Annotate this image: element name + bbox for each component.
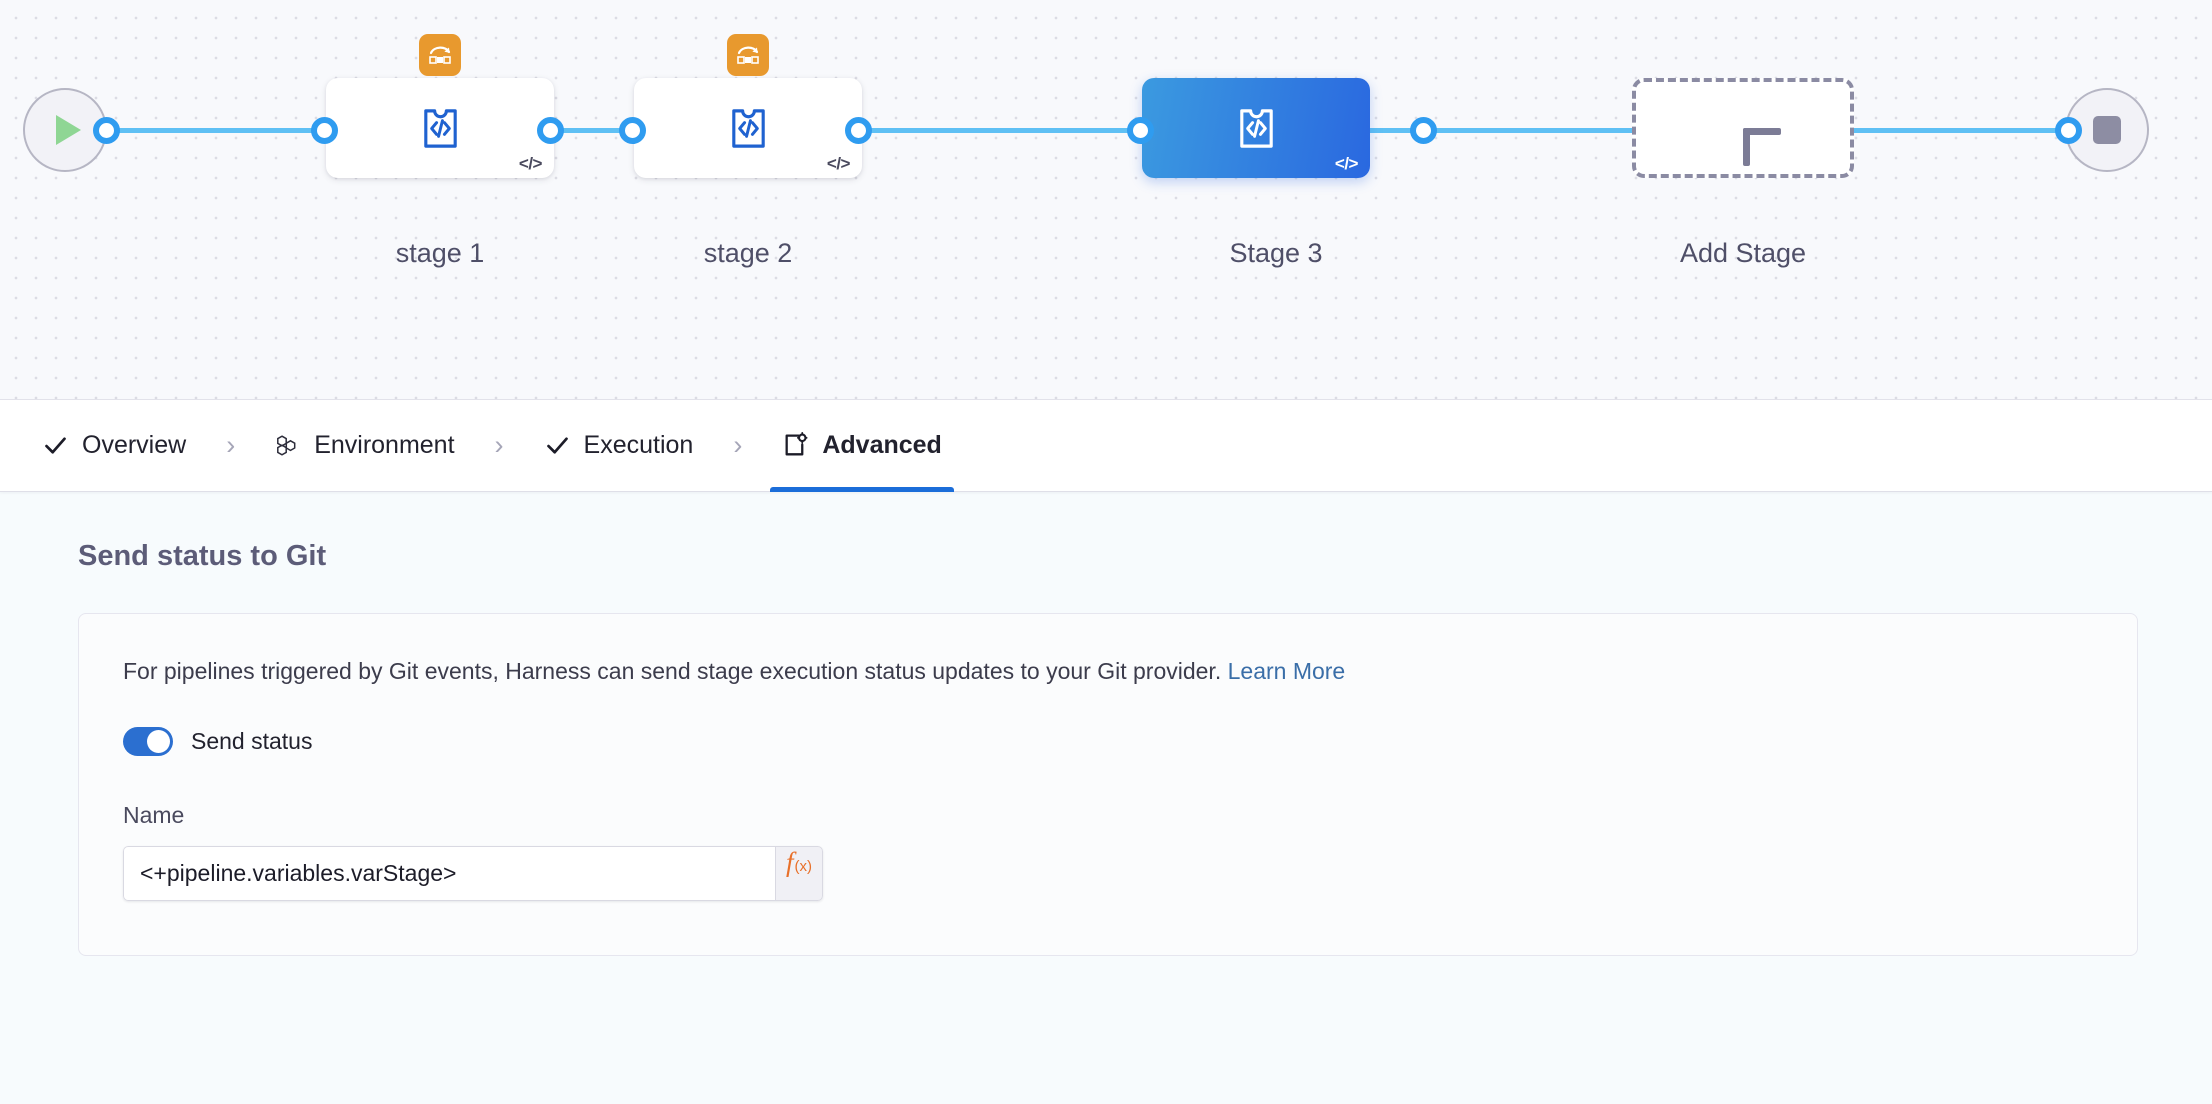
stage-node-3[interactable]: </> xyxy=(1142,78,1370,178)
port-stage-2-in[interactable] xyxy=(619,117,646,144)
panel-description: For pipelines triggered by Git events, H… xyxy=(123,658,2093,685)
page-title: Send status to Git xyxy=(78,540,327,572)
tab-advanced-label: Advanced xyxy=(822,431,942,459)
tab-environment-label: Environment xyxy=(314,431,455,459)
tab-advanced[interactable]: Advanced xyxy=(770,400,955,492)
port-start-out[interactable] xyxy=(93,117,120,144)
tab-execution[interactable]: Execution xyxy=(532,400,706,492)
pipeline-connector-rail xyxy=(105,128,2107,133)
hexagons-icon xyxy=(275,433,301,459)
tab-separator-icon: › xyxy=(733,430,743,460)
learn-more-link[interactable]: Learn More xyxy=(1227,658,1346,684)
stop-icon xyxy=(2093,116,2121,144)
send-status-toggle-label: Send status xyxy=(191,728,313,754)
add-stage-label: Add Stage xyxy=(1679,238,1807,268)
toggle-knob xyxy=(147,730,170,753)
fx-f-glyph: f xyxy=(785,847,794,877)
stage-node-2[interactable]: </> xyxy=(634,34,862,178)
port-stage-2-out[interactable] xyxy=(845,117,872,144)
check-icon xyxy=(42,432,69,459)
port-stage-3-in[interactable] xyxy=(1127,117,1154,144)
looping-strategy-icon xyxy=(727,34,769,76)
stage-code-badge: </> xyxy=(518,154,543,173)
panel-description-text: For pipelines triggered by Git events, H… xyxy=(123,658,1222,684)
expression-fx-button[interactable]: f(x) xyxy=(775,846,823,901)
custom-stage-icon xyxy=(423,108,457,148)
tab-environment[interactable]: Environment xyxy=(263,400,466,492)
stage-code-badge: </> xyxy=(826,154,851,173)
pipeline-start-node[interactable] xyxy=(23,88,107,172)
tab-separator-icon: › xyxy=(226,430,236,460)
port-stage-3-out[interactable] xyxy=(1410,117,1437,144)
stage-label-1: stage 1 xyxy=(395,238,485,268)
stage-tab-bar: Overview › Environment › Execution › xyxy=(0,400,2212,492)
stage-node-1[interactable]: </> xyxy=(326,34,554,178)
check-icon xyxy=(544,432,571,459)
custom-stage-icon xyxy=(731,108,765,148)
send-status-toggle-row: Send status xyxy=(123,727,2093,756)
tab-overview-label: Overview xyxy=(82,431,187,459)
advanced-tab-content: Send status to Git For pipelines trigger… xyxy=(0,492,2212,1104)
custom-stage-icon xyxy=(1239,108,1273,148)
document-gear-icon xyxy=(782,432,809,459)
port-stage-1-in[interactable] xyxy=(311,117,338,144)
stage-label-2: stage 2 xyxy=(703,238,793,268)
name-input[interactable] xyxy=(123,846,775,901)
fx-sub-glyph: (x) xyxy=(794,858,813,875)
tab-separator-icon: › xyxy=(494,430,504,460)
add-stage-button[interactable] xyxy=(1632,78,1854,178)
name-field-label: Name xyxy=(123,802,185,828)
looping-strategy-icon xyxy=(419,34,461,76)
pipeline-canvas[interactable]: </> stage 1 </> xyxy=(0,0,2212,400)
send-status-toggle[interactable] xyxy=(123,727,173,756)
name-field-group: f(x) xyxy=(123,846,823,901)
stage-label-3: Stage 3 xyxy=(1229,238,1323,268)
play-icon xyxy=(56,115,81,145)
stage-code-badge: </> xyxy=(1334,154,1359,173)
tab-overview[interactable]: Overview xyxy=(30,400,198,492)
port-stage-1-out[interactable] xyxy=(537,117,564,144)
port-end-in[interactable] xyxy=(2055,117,2082,144)
tab-execution-label: Execution xyxy=(583,431,694,459)
send-status-panel: For pipelines triggered by Git events, H… xyxy=(78,613,2138,956)
